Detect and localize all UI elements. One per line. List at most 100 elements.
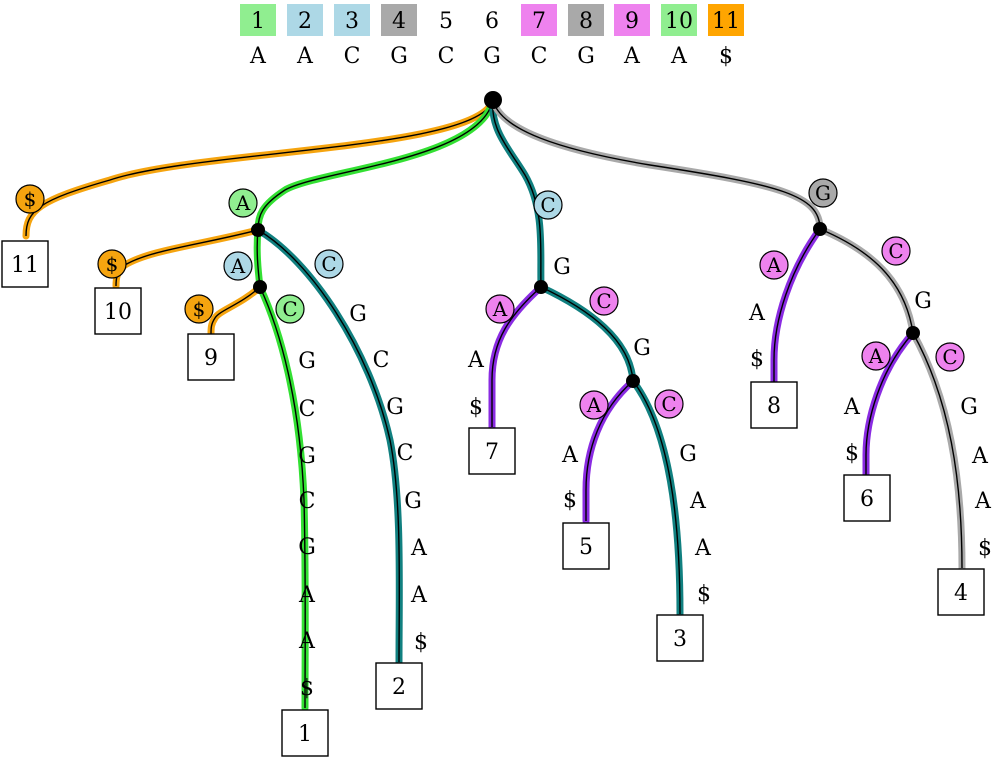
edge-label-leaf3: A (694, 536, 712, 561)
header-char: A (296, 44, 314, 69)
circle-shape (275, 294, 305, 324)
circle-char: C (661, 392, 676, 416)
edge-nodeC-nodeCG (537, 283, 637, 385)
header-number: 10 (665, 9, 693, 34)
leaf-box-frame (750, 381, 798, 429)
header-pos-7: 7C (521, 4, 557, 69)
header-char: G (483, 44, 501, 69)
header-number: 4 (392, 9, 406, 34)
edge-circle-A-g: A (759, 250, 789, 280)
edge-label-leaf8: $ (750, 347, 764, 372)
edge-nodeGCG-leaf6 (862, 329, 917, 479)
node-AA (253, 280, 267, 294)
leaf-box-4: 4 (937, 568, 985, 616)
circle-shape (881, 236, 911, 266)
edge-label-leaf7: A (467, 348, 485, 373)
circle-char: C (540, 193, 555, 217)
leaf-box-frame (656, 614, 704, 662)
leaf-box-frame (94, 287, 142, 335)
leaf-label: 10 (104, 300, 132, 325)
circle-char: $ (24, 187, 37, 211)
edge-circle-dollar-10: $ (97, 249, 127, 279)
leaf-box-8: 8 (750, 381, 798, 429)
leaf-box-11: 11 (1, 240, 49, 288)
circle-shape (935, 342, 965, 372)
edge-circle-A-blue: A (223, 251, 253, 281)
circle-shape (228, 188, 258, 218)
header-pos-11: 11$ (708, 4, 744, 69)
header-char: C (344, 44, 361, 69)
edge-nodeAA-leaf9 (207, 283, 264, 338)
header-number: 3 (345, 9, 359, 34)
leaf-box-frame (187, 333, 235, 381)
circle-shape (223, 251, 253, 281)
leaf-label: 9 (204, 346, 218, 371)
leaf-label: 1 (298, 722, 312, 747)
edge-circle-A-root: A (228, 188, 258, 218)
edge-circle-dollar-9: $ (184, 294, 214, 324)
header-number: 1 (251, 9, 265, 34)
edge-label-leaf1: C (299, 397, 316, 422)
edge-root-nodeG (489, 96, 824, 233)
circle-char: A (868, 344, 884, 368)
header-char: G (390, 44, 408, 69)
circle-shape (589, 286, 619, 316)
header-box-7 (521, 4, 557, 36)
circle-shape (184, 294, 214, 324)
circle-char: C (888, 239, 903, 263)
header-pos-10: 10A (661, 4, 697, 69)
edge-label-leaf6: A (843, 395, 861, 420)
circle-shape (485, 294, 515, 324)
header-box-11 (708, 4, 744, 36)
leaf-box-3: 3 (656, 614, 704, 662)
edge-circle-C-cg: C (589, 286, 619, 316)
leaf-label: 2 (392, 675, 406, 700)
header-char: C (531, 44, 548, 69)
edge-circle-G-root: G (808, 178, 838, 208)
edge-nodeA-leaf2 (254, 226, 403, 666)
circle-shape (97, 249, 127, 279)
leaf-label: 7 (485, 440, 499, 465)
header-pos-6: 6G (483, 9, 501, 69)
circle-char: $ (193, 297, 206, 321)
edge-nodeC-leaf7 (488, 283, 545, 431)
header-pos-5: 5C (438, 9, 455, 69)
root-node (484, 91, 502, 109)
leaf-box-5: 5 (562, 522, 610, 570)
edge-root-nodeC (489, 96, 545, 291)
edge-label-leaf2: C (373, 348, 390, 373)
header-number: 7 (532, 9, 546, 34)
edge-label-leaf2: C (397, 441, 414, 466)
edge-label-leaf2: $ (414, 630, 428, 655)
edge-label-leaf7: $ (469, 395, 483, 420)
edge-circle-A-cg: A (485, 294, 515, 324)
edge-circle-C-green: C (275, 294, 305, 324)
header-box-9 (614, 4, 650, 36)
header-char: $ (719, 44, 733, 69)
edge-label-leaf4: A (974, 489, 992, 514)
edge-nodeCG-leaf5 (582, 377, 637, 525)
leaf-boxes: 11 10 9 1 2 7 5 3 8 6 4 (1, 240, 985, 757)
edge-label-leaf3: G (679, 442, 697, 467)
leaf-label: 5 (579, 535, 593, 560)
edge-nodeA-nodeAA (253, 226, 264, 291)
header-number: 9 (625, 9, 639, 34)
header-box-3 (334, 4, 370, 36)
edge-label-leaf4: G (960, 395, 978, 420)
header-char: G (577, 44, 595, 69)
edge-nodeA-leaf10 (112, 226, 262, 290)
circle-shape (759, 250, 789, 280)
leaf-box-10: 10 (94, 287, 142, 335)
node-GCG (906, 326, 920, 340)
edge-label-leaf1: A (298, 583, 316, 608)
circle-char: C (596, 289, 611, 313)
node-C (534, 280, 548, 294)
header-pos-9: 9A (614, 4, 650, 69)
header-box-8 (568, 4, 604, 36)
header-char: A (249, 44, 267, 69)
leaf-label: 6 (860, 487, 874, 512)
